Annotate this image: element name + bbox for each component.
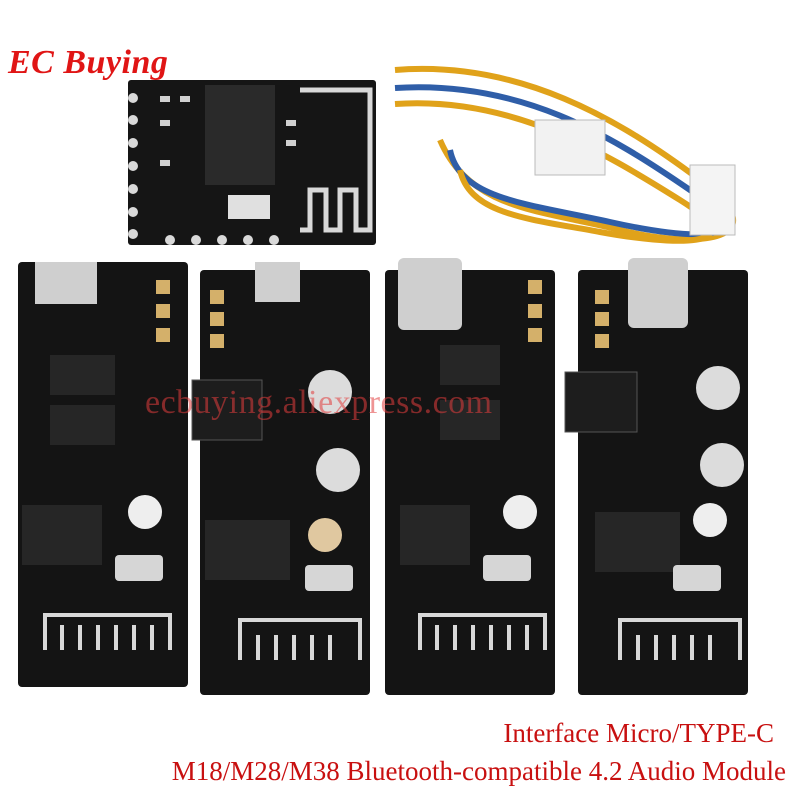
brand-logo-text: EC Buying [8,44,169,81]
board-m28-typec [564,258,748,695]
board-m18-micro [18,262,188,687]
caption-product: M18/M28/M38 Bluetooth-compatible 4.2 Aud… [171,756,786,786]
cable-connector [394,65,737,244]
caption-interface: Interface Micro/TYPE-C [503,718,774,748]
board-m18-typec [385,258,555,695]
board-m28-micro [191,262,370,695]
watermark: ecbuying.aliexpress.com [145,384,493,421]
bare-module [128,80,376,245]
